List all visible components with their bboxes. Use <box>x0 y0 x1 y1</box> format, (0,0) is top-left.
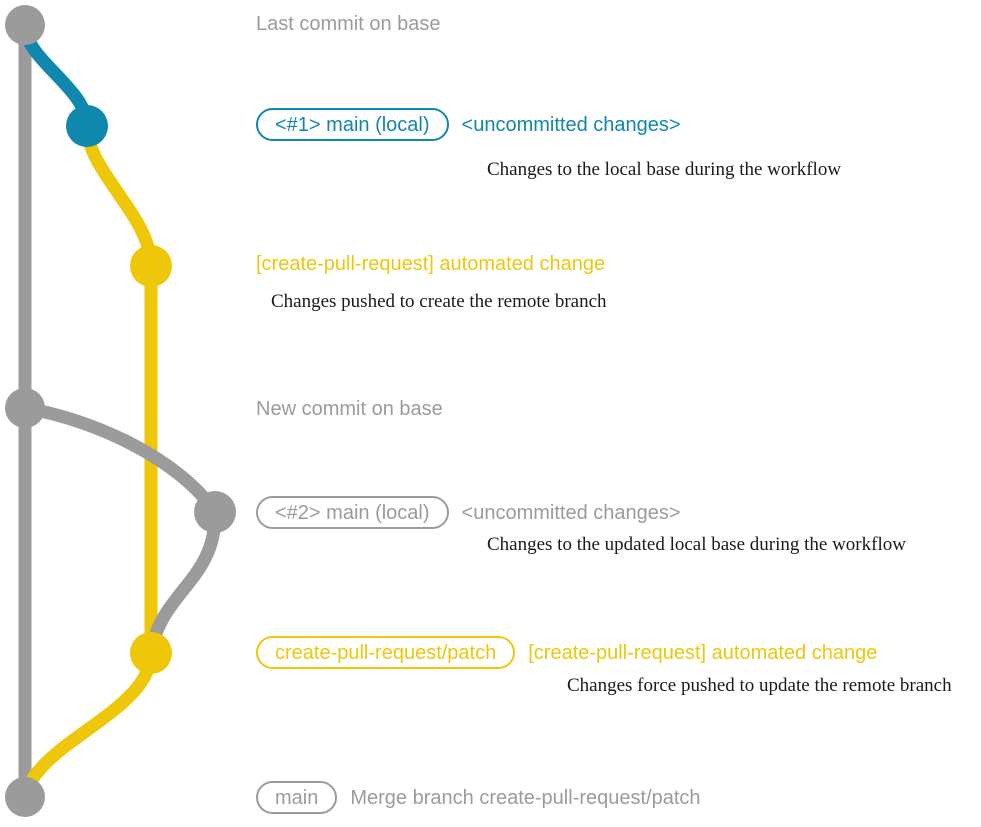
commit-subject-merge: Merge branch create-pull-request/patch <box>350 786 701 809</box>
row-main-line: <#2> main (local) <uncommitted changes> <box>256 496 681 529</box>
edge-local-1-to-patch-create <box>80 119 158 273</box>
graph-row-last-commit-on-base: Last commit on base <box>256 14 441 34</box>
branch-pill-main-local-1[interactable]: <#1> main (local) <box>256 108 449 141</box>
branch-pill-main-local-2[interactable]: <#2> main (local) <box>256 496 449 529</box>
edge-local-2-to-patch-force <box>144 505 222 660</box>
commit-subject-local-1: <uncommitted changes> <box>461 113 681 136</box>
commit-node-local-uncommitted-1[interactable] <box>66 105 108 147</box>
branch-pill-main[interactable]: main <box>256 781 338 814</box>
commit-note-create-pull-request-2: Changes force pushed to update the remot… <box>567 675 952 696</box>
commit-node-patch-create[interactable] <box>130 245 172 287</box>
row-main-line: [create-pull-request] automated change <box>256 254 605 274</box>
graph-row-create-pull-request-2: create-pull-request/patch [create-pull-r… <box>256 636 877 669</box>
commit-subject-create-pull-request-2: [create-pull-request] automated change <box>528 641 878 664</box>
commit-node-patch-force-push[interactable] <box>130 632 172 674</box>
commit-subject-create-pull-request-1: [create-pull-request] automated change <box>256 253 606 275</box>
graph-row-local-1: <#1> main (local) <uncommitted changes> <box>256 108 681 141</box>
row-main-line: <#1> main (local) <uncommitted changes> <box>256 108 681 141</box>
commit-note-local-1: Changes to the local base during the wor… <box>487 159 842 180</box>
row-main-line: create-pull-request/patch [create-pull-r… <box>256 636 877 669</box>
row-main-line: main Merge branch create-pull-request/pa… <box>256 781 701 814</box>
edge-patch-force-to-merge <box>18 646 158 804</box>
commit-node-local-uncommitted-2[interactable] <box>194 491 236 533</box>
commit-subject-local-2: <uncommitted changes> <box>461 501 681 524</box>
commit-node-base-new-commit[interactable] <box>5 388 45 428</box>
commit-note-create-pull-request-1: Changes pushed to create the remote bran… <box>271 291 607 312</box>
row-main-line: Last commit on base <box>256 14 441 34</box>
commit-subject-last-commit-on-base: Last commit on base <box>256 13 441 35</box>
edge-base-to-local-2 <box>18 401 222 519</box>
commit-subject-new-commit-on-base: New commit on base <box>256 398 443 420</box>
graph-row-create-pull-request-1: [create-pull-request] automated change <box>256 254 605 274</box>
graph-row-local-2: <#2> main (local) <uncommitted changes> <box>256 496 681 529</box>
graph-row-merge: main Merge branch create-pull-request/pa… <box>256 781 701 814</box>
commit-node-base-merge[interactable] <box>5 777 45 817</box>
branch-pill-create-pull-request-patch[interactable]: create-pull-request/patch <box>256 636 516 669</box>
commit-node-base-head[interactable] <box>5 5 45 45</box>
commit-note-local-2: Changes to the updated local base during… <box>487 534 906 555</box>
row-main-line: New commit on base <box>256 399 443 419</box>
graph-row-new-commit-on-base: New commit on base <box>256 399 443 419</box>
